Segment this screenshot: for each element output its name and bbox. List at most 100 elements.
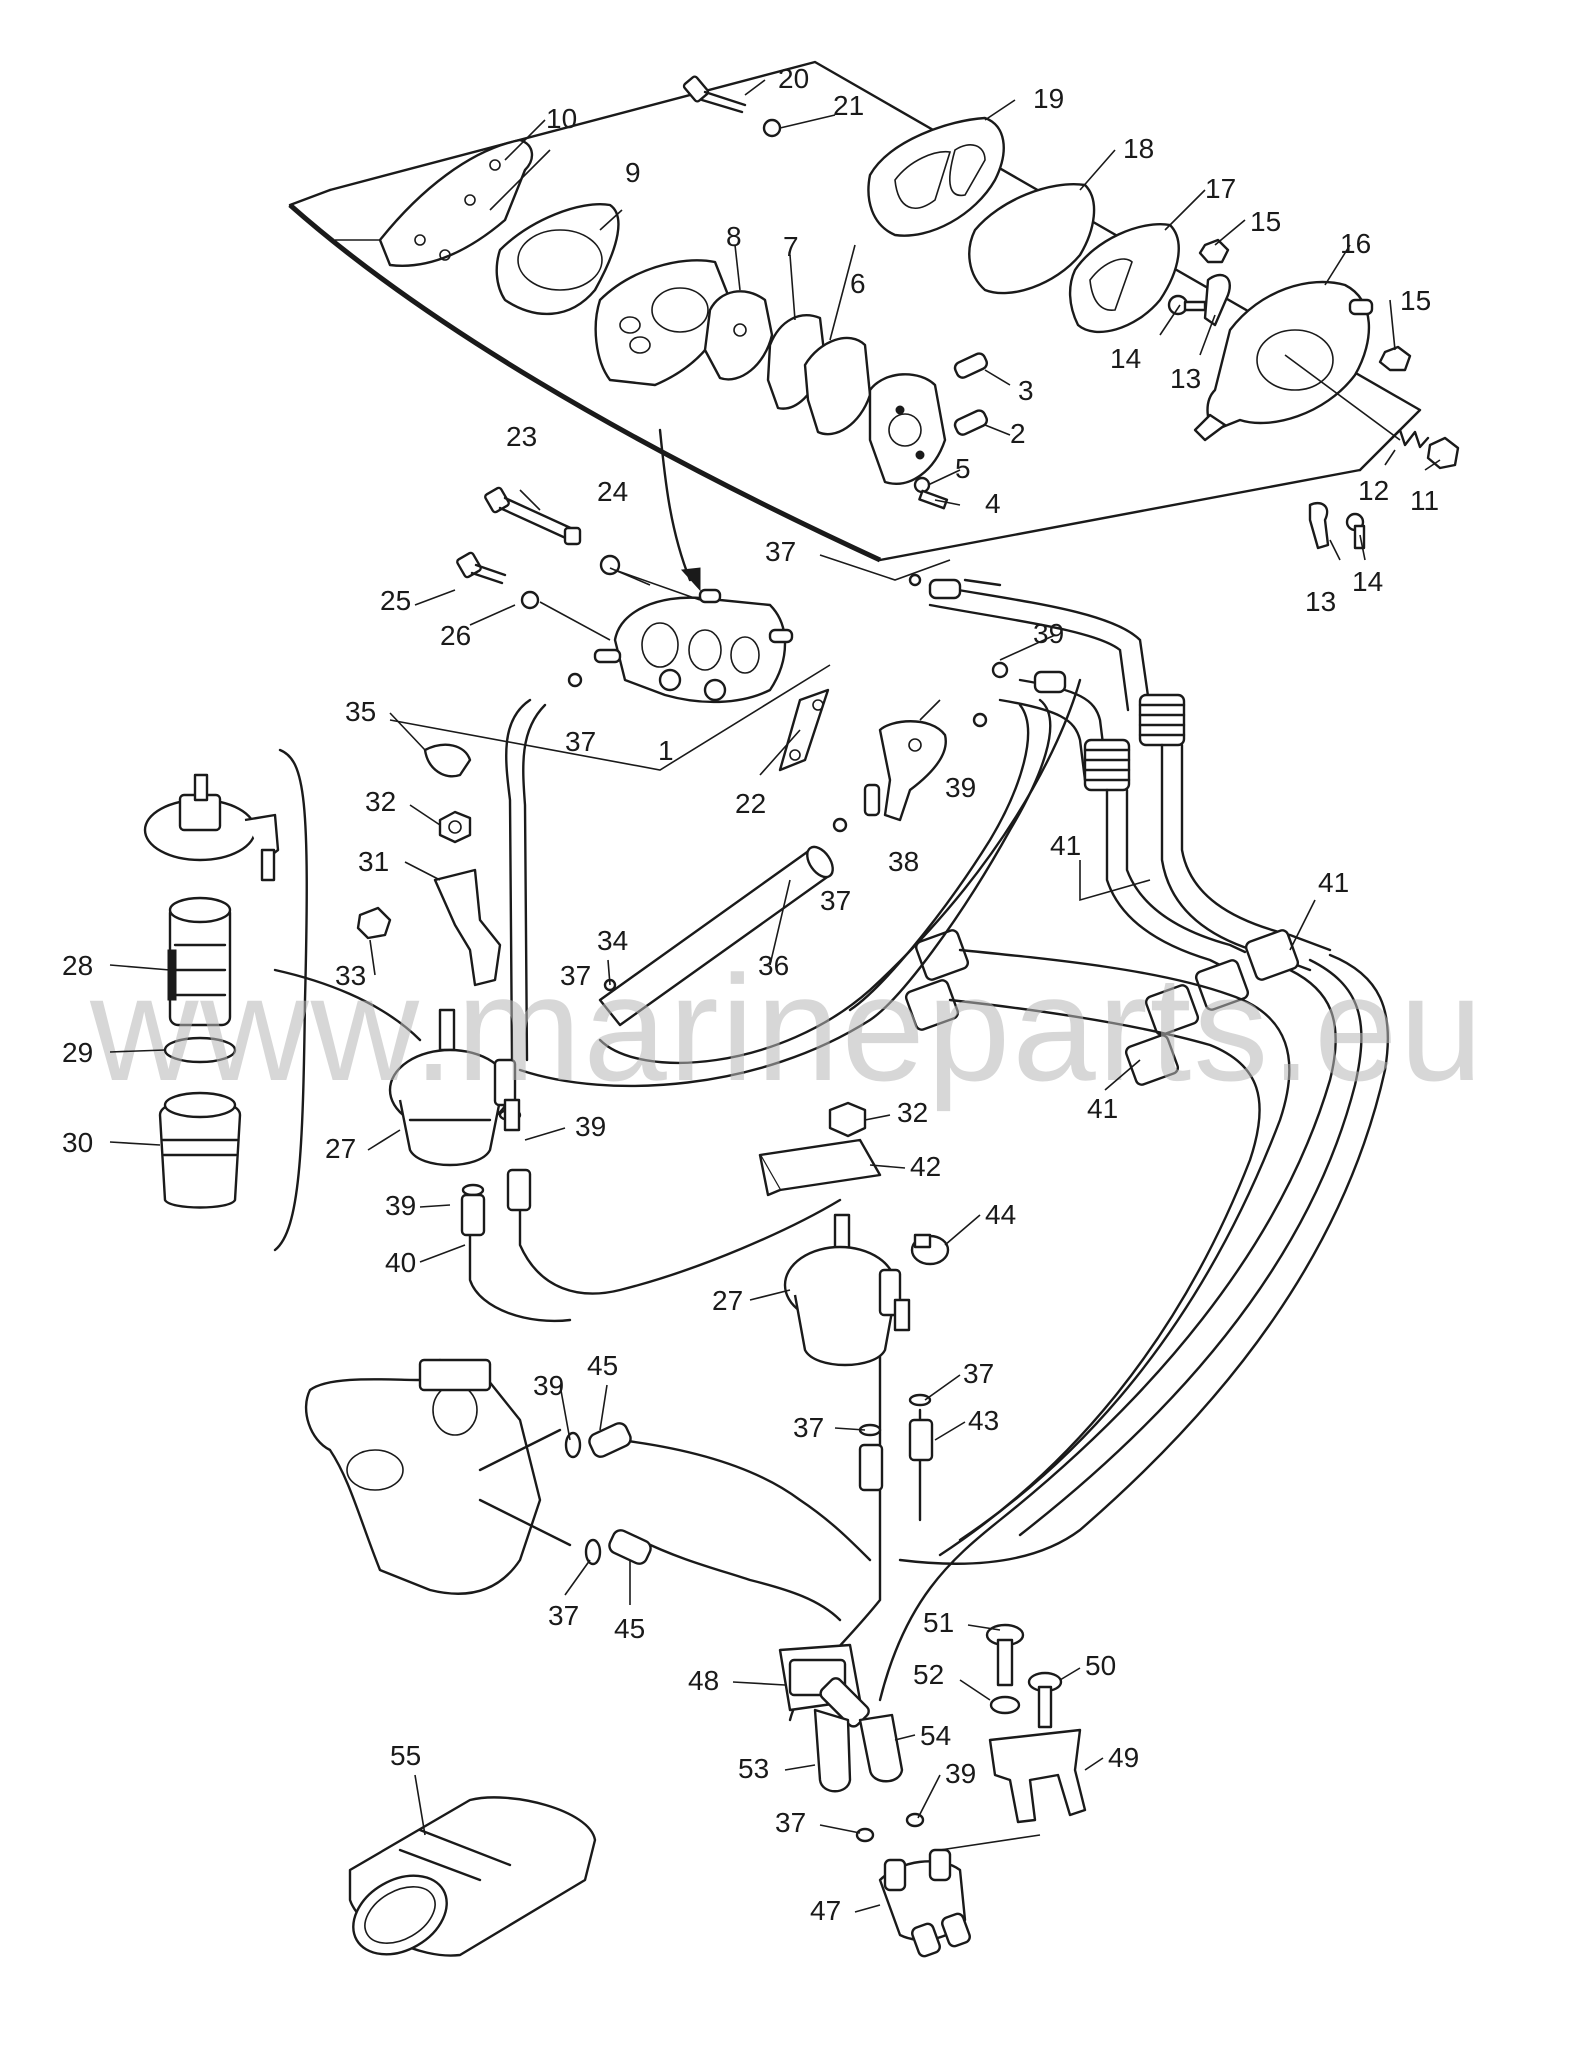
filter-detail-inset (143, 748, 308, 1252)
callout-48: 48 (688, 1665, 719, 1696)
callout-27-lower: 27 (712, 1285, 743, 1316)
callout-2: 2 (1010, 418, 1026, 449)
callout-17: 17 (1205, 173, 1236, 204)
part-13-clip-lower (1308, 501, 1330, 550)
callout-44: 44 (985, 1199, 1016, 1230)
callout-32-lower: 32 (897, 1097, 928, 1128)
callout-43: 43 (968, 1405, 999, 1436)
callout-41-top: 41 (1050, 830, 1081, 861)
callout-26: 26 (440, 620, 471, 651)
callout-3: 3 (1018, 375, 1034, 406)
callout-35: 35 (345, 696, 376, 727)
part-15-nut (1198, 238, 1230, 264)
callout-39-filter: 39 (575, 1111, 606, 1142)
callout-50: 50 (1085, 1650, 1116, 1681)
callout-16: 16 (1340, 228, 1371, 259)
part-27-fuel-filter-upper (273, 968, 521, 1167)
part-14-screw (1167, 294, 1207, 316)
callout-28: 28 (62, 950, 93, 981)
callout-37-filter: 37 (963, 1358, 994, 1389)
fuel-hoses (468, 578, 1390, 1722)
callout-29: 29 (62, 1037, 93, 1068)
callout-37-top: 37 (765, 536, 796, 567)
callout-27-upper: 27 (325, 1133, 356, 1164)
part-32-nut-lower (828, 1101, 867, 1138)
part-42-bracket (758, 1138, 882, 1197)
part-25-bolt (456, 551, 507, 585)
part-32-nut (438, 810, 472, 844)
part-30-filter-bowl (158, 1091, 242, 1209)
part-8-plate (703, 290, 774, 381)
callout-45-lower: 45 (614, 1613, 645, 1644)
part-38-bracket (863, 720, 947, 822)
part-15-nut-right (1378, 345, 1412, 372)
callout-52: 52 (913, 1659, 944, 1690)
callout-37-bottom: 37 (775, 1807, 806, 1838)
check-valve-housing (868, 373, 947, 485)
callout-31: 31 (358, 846, 389, 877)
watermark-text: www.marineparts.eu (89, 944, 1485, 1112)
part-10-plate (378, 138, 534, 267)
callout-25: 25 (380, 585, 411, 616)
part-47-connector (878, 1834, 1041, 1958)
callout-14-upper: 14 (1110, 343, 1141, 374)
carburetor-assembly (304, 1358, 572, 1595)
callout-20: 20 (778, 63, 809, 94)
callout-7: 7 (783, 231, 799, 262)
callout-11: 11 (1410, 485, 1439, 516)
callout-10: 10 (546, 103, 577, 134)
part-35-clip (423, 743, 472, 778)
part-55-sleeve (348, 1796, 597, 1957)
callout-39-mid: 39 (945, 772, 976, 803)
callout-15-right: 15 (1400, 285, 1431, 316)
part-49-bracket (988, 1728, 1087, 1824)
callout-14-lower: 14 (1352, 566, 1383, 597)
callout-39-bottom: 39 (945, 1758, 976, 1789)
callout-8: 8 (726, 221, 742, 252)
part-13-clip (1203, 273, 1231, 327)
clamps (460, 573, 1067, 1843)
part-4-screw (918, 489, 949, 510)
callout-37-left: 37 (793, 1412, 824, 1443)
callout-37-pump: 37 (565, 726, 596, 757)
part-48-connector (778, 1643, 870, 1728)
callout-22: 22 (735, 788, 766, 819)
leader-lines (335, 79, 1441, 776)
callout-23: 23 (506, 421, 537, 452)
part-50-screw (1027, 1671, 1063, 1729)
callout-13-upper: 13 (1170, 363, 1201, 394)
callout-24: 24 (597, 476, 628, 507)
part-6-diaphragm (803, 336, 872, 436)
part-28-filter-element (167, 896, 232, 1027)
part-27-fuel-filter-lower (783, 1213, 911, 1367)
callout-39-left: 39 (385, 1190, 416, 1221)
part-26-washer (520, 590, 540, 610)
callout-39-carb: 39 (533, 1370, 564, 1401)
part-9-gasket (495, 203, 620, 316)
callout-19: 19 (1033, 83, 1064, 114)
callout-32-upper: 32 (365, 786, 396, 817)
part-44-screw (910, 1233, 950, 1266)
callout-42: 42 (910, 1151, 941, 1182)
callout-37-mid: 37 (820, 885, 851, 916)
callout-45-upper: 45 (587, 1350, 618, 1381)
callout-47: 47 (810, 1895, 841, 1926)
callout-37-hose: 37 (560, 960, 591, 991)
part-16-pump-cover (1193, 280, 1374, 442)
callout-51: 51 (923, 1607, 954, 1638)
part-20-bolt (682, 75, 747, 114)
callout-38: 38 (888, 846, 919, 877)
callout-40: 40 (385, 1247, 416, 1278)
part-12-spring (1388, 428, 1430, 449)
part-21-washer (762, 118, 782, 138)
filter-cap (143, 773, 280, 882)
part-number-callouts: 10 9 8 7 6 3 2 5 4 20 21 19 18 17 15 16 … (62, 63, 1439, 1926)
part-3-valve (953, 352, 989, 379)
part-11-cap (1426, 436, 1460, 470)
part-45-hoses (588, 1422, 652, 1565)
callout-18: 18 (1123, 133, 1154, 164)
part-1-fuel-pump-assembly (593, 588, 794, 704)
callout-55: 55 (390, 1740, 421, 1771)
part-33-screw (356, 906, 392, 940)
